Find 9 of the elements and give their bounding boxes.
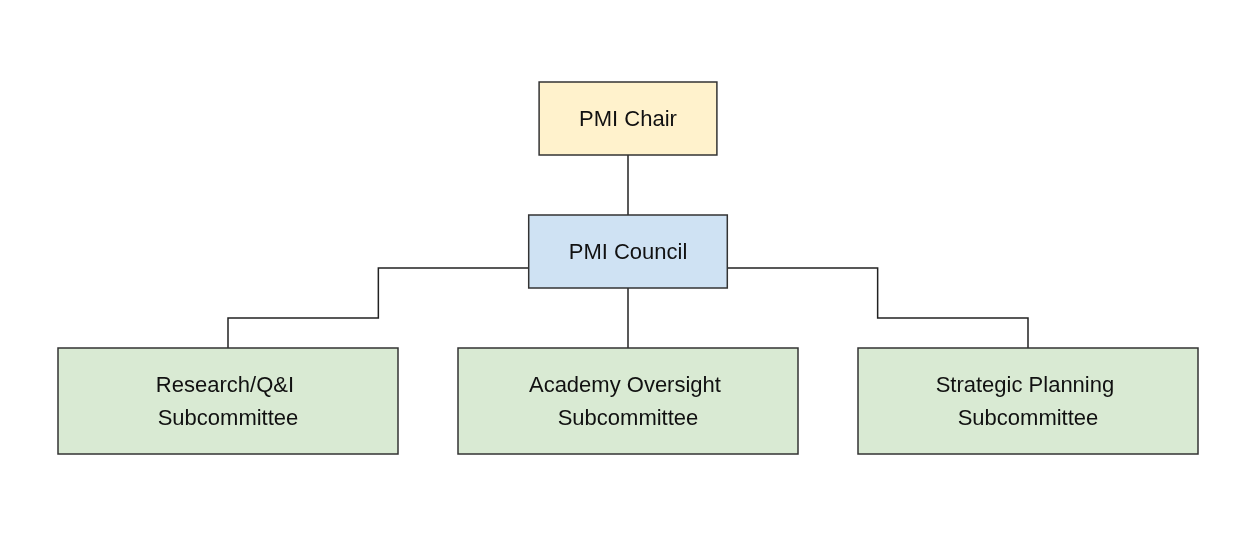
connector bbox=[626, 286, 629, 349]
connector bbox=[726, 266, 1029, 349]
node-box: PMI Council bbox=[527, 213, 728, 289]
node-box: Research/Q&I Subcommittee bbox=[56, 346, 399, 455]
node-box: Strategic Planning Subcommittee bbox=[856, 346, 1199, 455]
node-box: Academy Oversight Subcommittee bbox=[456, 346, 799, 455]
connector bbox=[226, 266, 529, 349]
connector bbox=[626, 153, 629, 216]
node-box: PMI Chair bbox=[537, 80, 718, 156]
